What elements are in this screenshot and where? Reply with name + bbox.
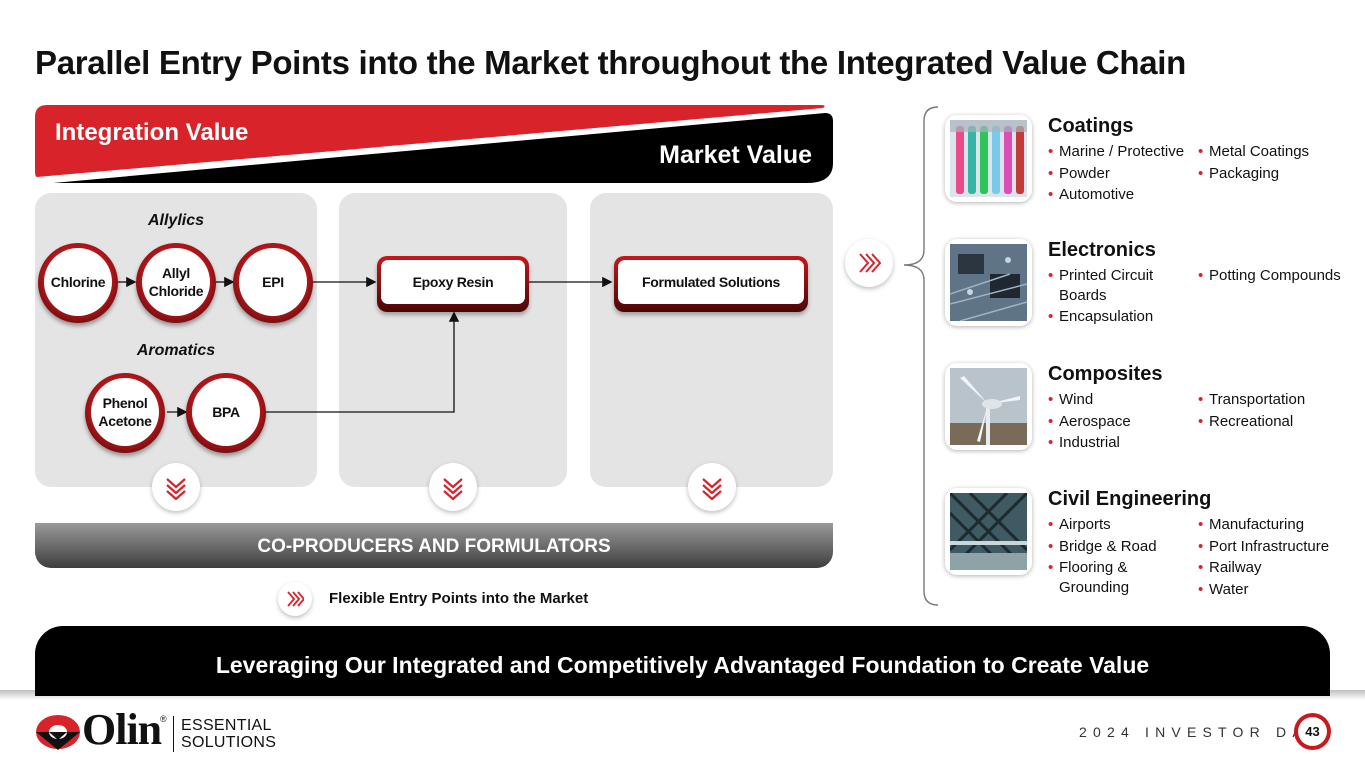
allylics-label: Allylics xyxy=(147,212,205,229)
bottom-banner: Leveraging Our Integrated and Competitiv… xyxy=(35,626,1330,696)
civil-engineering-image xyxy=(945,488,1032,575)
value-banner xyxy=(35,105,833,187)
market-value-label: Market Value xyxy=(659,141,812,169)
composites-image xyxy=(945,363,1032,450)
integration-value-label: Integration Value xyxy=(55,119,249,146)
list-item: Railway xyxy=(1198,558,1358,578)
list-item: Wind xyxy=(1048,390,1198,410)
double-chevron-right-icon xyxy=(845,239,893,287)
list-item: Flooring & Grounding xyxy=(1048,558,1198,597)
footer-event: 2024 INVESTOR DAY xyxy=(1079,724,1323,740)
electronics-image xyxy=(945,239,1032,326)
box-epoxy-resin: Epoxy Resin xyxy=(377,256,529,312)
list-item: Airports xyxy=(1048,515,1198,535)
logo-subtitle: ESSENTIAL SOLUTIONS xyxy=(181,717,277,751)
node-phenol-acetone: Phenol Acetone xyxy=(85,373,165,453)
curly-brace xyxy=(903,106,939,606)
panel-formulated xyxy=(590,193,833,487)
list-item: Printed Circuit Boards xyxy=(1048,266,1198,305)
list-item: Industrial xyxy=(1048,433,1198,453)
double-chevron-down-icon xyxy=(429,463,477,511)
bottom-shadow xyxy=(0,690,1365,700)
list-item: Potting Compounds xyxy=(1198,266,1358,286)
node-epi: EPI xyxy=(233,243,313,323)
double-chevron-down-icon xyxy=(152,463,200,511)
coproducers-bar: CO-PRODUCERS AND FORMULATORS xyxy=(35,523,833,568)
panel-epoxy xyxy=(339,193,567,487)
list-item: Marine / Protective xyxy=(1048,142,1198,162)
list-item: Recreational xyxy=(1198,412,1358,432)
registered-mark: ® xyxy=(160,714,167,724)
double-chevron-right-icon xyxy=(278,582,312,616)
list-item: Automotive xyxy=(1048,185,1198,205)
node-chlorine: Chlorine xyxy=(38,243,118,323)
list-item: Transportation xyxy=(1198,390,1358,410)
list-item: Port Infrastructure xyxy=(1198,537,1358,557)
list-item: Manufacturing xyxy=(1198,515,1358,535)
market-title: Coatings xyxy=(1048,115,1134,137)
market-title: Electronics xyxy=(1048,239,1156,261)
logo-wordmark: Olin xyxy=(82,705,162,754)
market-title: Civil Engineering xyxy=(1048,488,1212,510)
node-allyl-chloride: Allyl Chloride xyxy=(136,243,216,323)
list-item: Encapsulation xyxy=(1048,307,1198,327)
list-item: Packaging xyxy=(1198,164,1358,184)
list-item: Water xyxy=(1198,580,1358,600)
list-item: Bridge & Road xyxy=(1048,537,1198,557)
node-bpa: BPA xyxy=(186,373,266,453)
aromatics-label: Aromatics xyxy=(136,342,216,359)
double-chevron-down-icon xyxy=(688,463,736,511)
market-title: Composites xyxy=(1048,363,1163,385)
logo-divider xyxy=(173,716,174,752)
list-item: Metal Coatings xyxy=(1198,142,1358,162)
page-title: Parallel Entry Points into the Market th… xyxy=(35,44,1186,81)
page-number-badge: 43 xyxy=(1294,713,1331,750)
box-formulated-solutions: Formulated Solutions xyxy=(614,256,808,312)
coatings-image xyxy=(945,115,1032,202)
list-item: Powder xyxy=(1048,164,1198,184)
legend-text: Flexible Entry Points into the Market xyxy=(329,590,589,607)
panel-raw-materials xyxy=(35,193,317,487)
page-number: 43 xyxy=(1298,717,1327,746)
list-item: Aerospace xyxy=(1048,412,1198,432)
olin-logo: Olin ® xyxy=(36,705,168,761)
